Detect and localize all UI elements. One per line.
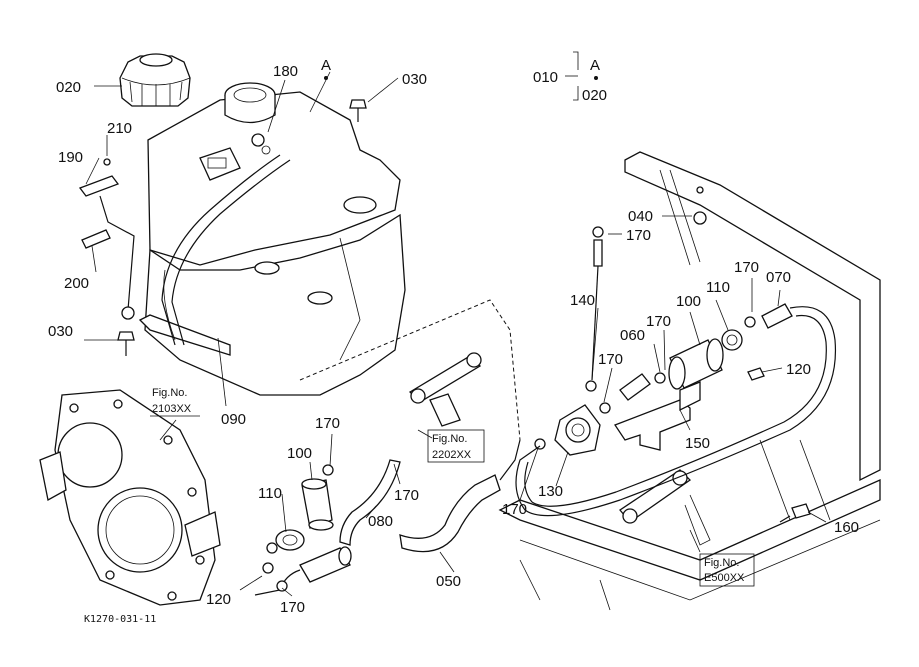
linkage-arm bbox=[619, 469, 711, 546]
engine-plate-2103 bbox=[39, 389, 221, 606]
figure-ref-e500xx: Fig.No. E500XX bbox=[699, 553, 755, 587]
callout-160: 160 bbox=[834, 519, 859, 536]
fuel-line-right-loop bbox=[515, 306, 837, 517]
figure-ref-2202xx-line2: 2202XX bbox=[432, 449, 472, 461]
callout-100-right: 100 bbox=[676, 293, 701, 310]
callout-170-e: 170 bbox=[315, 415, 340, 432]
callout-190: 190 bbox=[58, 149, 83, 166]
bolt-030-left bbox=[117, 331, 135, 356]
figure-ref-e500xx-line2: E500XX bbox=[704, 572, 745, 584]
fuel-cap bbox=[119, 53, 191, 107]
figure-ref-2202xx: Fig.No. 2202XX bbox=[427, 429, 485, 463]
fuel-pump-130 bbox=[534, 402, 611, 456]
callout-110-right: 110 bbox=[706, 279, 730, 296]
callout-020-right: 020 bbox=[582, 87, 607, 104]
callout-080: 080 bbox=[368, 513, 393, 530]
fuel-tank bbox=[138, 82, 406, 396]
part-callouts: 020 180 A 030 010 A 020 210 190 200 040 … bbox=[48, 57, 859, 616]
hose-080 bbox=[339, 459, 401, 546]
callout-170-f: 170 bbox=[502, 501, 527, 518]
hose-clamp-180 bbox=[251, 133, 271, 155]
callout-050: 050 bbox=[436, 573, 461, 590]
fuel-pipe-upper bbox=[161, 154, 281, 346]
sediment-cup bbox=[254, 542, 352, 596]
bolt-030-top bbox=[349, 99, 367, 122]
callout-a-top: A bbox=[321, 57, 331, 74]
bolt-160 bbox=[779, 503, 811, 523]
callout-180: 180 bbox=[273, 63, 298, 80]
frame-bracket-040 bbox=[624, 151, 881, 482]
fuel-line-hidden bbox=[299, 299, 521, 441]
callout-150: 150 bbox=[685, 435, 710, 452]
callout-170-d: 170 bbox=[598, 351, 623, 368]
callout-120-right: 120 bbox=[786, 361, 811, 378]
callout-210: 210 bbox=[107, 120, 132, 137]
figure-ref-2103xx-line1: Fig.No. bbox=[152, 387, 187, 399]
callout-200: 200 bbox=[64, 275, 89, 292]
callout-030-top: 030 bbox=[402, 71, 427, 88]
hose-070 bbox=[744, 303, 793, 329]
callout-100-left: 100 bbox=[287, 445, 312, 462]
callout-140: 140 bbox=[570, 292, 595, 309]
callout-030-left: 030 bbox=[48, 323, 73, 340]
callout-040: 040 bbox=[628, 208, 653, 225]
hose-050 bbox=[399, 439, 521, 553]
figure-ref-2202xx-line1: Fig.No. bbox=[432, 433, 467, 445]
callout-090: 090 bbox=[221, 411, 246, 428]
callout-170-b: 170 bbox=[734, 259, 759, 276]
lower-frame bbox=[498, 439, 881, 611]
callout-170-bottom: 170 bbox=[280, 599, 305, 616]
pipe-140 bbox=[585, 226, 604, 392]
callout-170-a: 170 bbox=[626, 227, 651, 244]
callout-170-near-080: 170 bbox=[394, 487, 419, 504]
callout-010: 010 bbox=[533, 69, 558, 86]
callout-110-left: 110 bbox=[258, 485, 282, 502]
figure-ref-e500xx-line1: Fig.No. bbox=[704, 557, 739, 569]
callout-130: 130 bbox=[538, 483, 563, 500]
leader-lines bbox=[84, 51, 827, 597]
hose-060 bbox=[619, 372, 666, 401]
callout-a-right: A bbox=[590, 57, 600, 74]
linkage-2202 bbox=[408, 352, 482, 427]
callout-020: 020 bbox=[56, 79, 81, 96]
bracket-150 bbox=[614, 381, 701, 451]
callout-a-top-dot bbox=[324, 76, 328, 80]
callout-070: 070 bbox=[766, 269, 791, 286]
figure-ref-2103xx: Fig.No. 2103XX bbox=[150, 387, 200, 417]
bolt-120-right bbox=[747, 367, 765, 381]
figure-ref-2103xx-line2: 2103XX bbox=[152, 403, 192, 415]
fuel-filter-left bbox=[275, 464, 334, 551]
drawing-code: K1270-031-11 bbox=[84, 614, 156, 625]
fuel-filter-right bbox=[668, 329, 743, 390]
callout-170-c: 170 bbox=[646, 313, 671, 330]
callout-a-right-dot bbox=[594, 76, 598, 80]
callout-120-left: 120 bbox=[206, 591, 231, 608]
callout-060: 060 bbox=[620, 327, 645, 344]
fuel-gauge-sender bbox=[78, 158, 135, 320]
